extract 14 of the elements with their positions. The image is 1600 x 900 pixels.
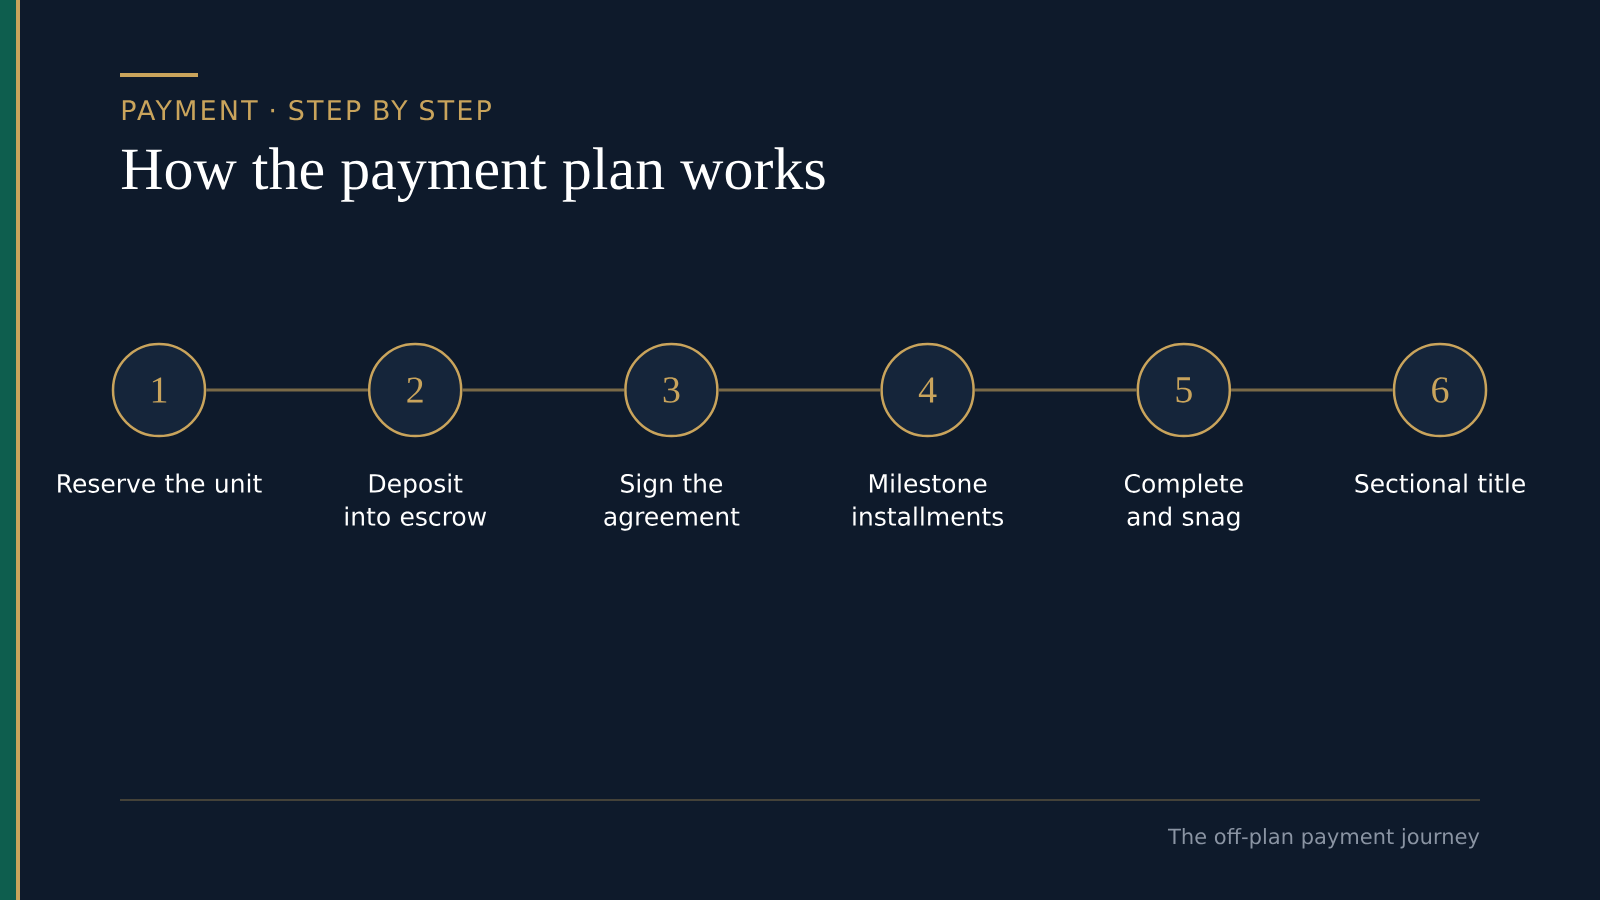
connector-line (206, 388, 368, 392)
step-label: Milestone installments (853, 473, 1004, 526)
connector-line (718, 388, 881, 392)
step-label: Sign the agreement (604, 473, 740, 531)
step-label: Complete and snag (1125, 473, 1243, 531)
connector-line (1231, 388, 1393, 392)
step-label: Reserve the unit (58, 473, 262, 493)
step-label: Sectional title (1355, 473, 1525, 493)
connector-line (974, 388, 1137, 392)
title: How the payment plan works (121, 147, 825, 202)
eyebrow-text: PAYMENT · STEP BY STEP (122, 99, 491, 121)
footer-text: The off-plan payment journey (1167, 828, 1480, 849)
connector-line (462, 388, 625, 392)
step-label: Deposit into escrow (345, 473, 487, 526)
